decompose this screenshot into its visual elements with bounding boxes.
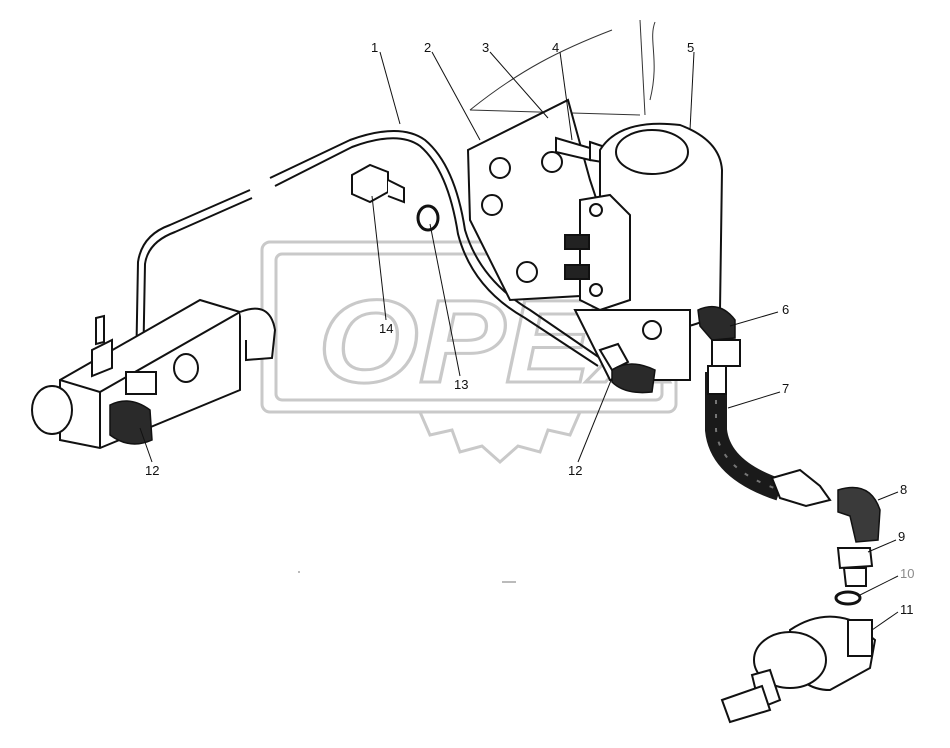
callout-14: 14 [379, 321, 393, 336]
cylinder-11 [720, 615, 877, 724]
tube-assembly [135, 130, 601, 373]
callout-1: 1 [371, 40, 378, 55]
leader-12b [577, 377, 613, 463]
elbow-8 [837, 486, 881, 543]
leader-11 [871, 611, 899, 631]
callout-7: 7 [782, 381, 789, 396]
stray-marks [298, 571, 516, 583]
callout-3: 3 [482, 40, 489, 55]
leader-10 [857, 575, 899, 597]
leader-6 [729, 311, 779, 327]
leader-3 [489, 51, 549, 119]
elbow-fitting-6 [697, 305, 741, 367]
callout-4: 4 [552, 40, 559, 55]
leader-9 [867, 539, 897, 553]
callout-5: 5 [687, 40, 694, 55]
motor-cylinder-5 [564, 122, 724, 381]
callout-13: 13 [454, 377, 468, 392]
callout-6: 6 [782, 302, 789, 317]
leader-2 [431, 51, 481, 141]
callout-12-left: 12 [145, 463, 159, 478]
leader-8 [877, 491, 899, 501]
leader-14 [371, 195, 387, 321]
adapter-9 [836, 547, 874, 587]
leader-7 [727, 391, 781, 409]
hose-7 [705, 365, 832, 508]
right-elbow-fitting [598, 342, 656, 394]
watermark-gear [418, 411, 582, 465]
callout-12-right: 12 [568, 463, 582, 478]
leader-13 [429, 223, 461, 377]
callout-8: 8 [900, 482, 907, 497]
leader-12a [139, 427, 153, 463]
leader-4 [559, 51, 573, 141]
callout-11: 11 [900, 602, 914, 617]
leader-lines [139, 51, 899, 631]
washer-10 [834, 590, 862, 606]
leader-1 [379, 51, 401, 125]
callout-2: 2 [424, 40, 431, 55]
callout-9: 9 [898, 529, 905, 544]
callout-10: 10 [900, 566, 914, 581]
bolt-14 [351, 163, 405, 204]
leader-5 [689, 51, 695, 131]
callout-labels: 1 2 3 4 5 6 7 8 9 10 11 12 12 13 14 [145, 40, 914, 617]
washer-13 [416, 204, 440, 232]
bolt-4 [555, 136, 603, 164]
